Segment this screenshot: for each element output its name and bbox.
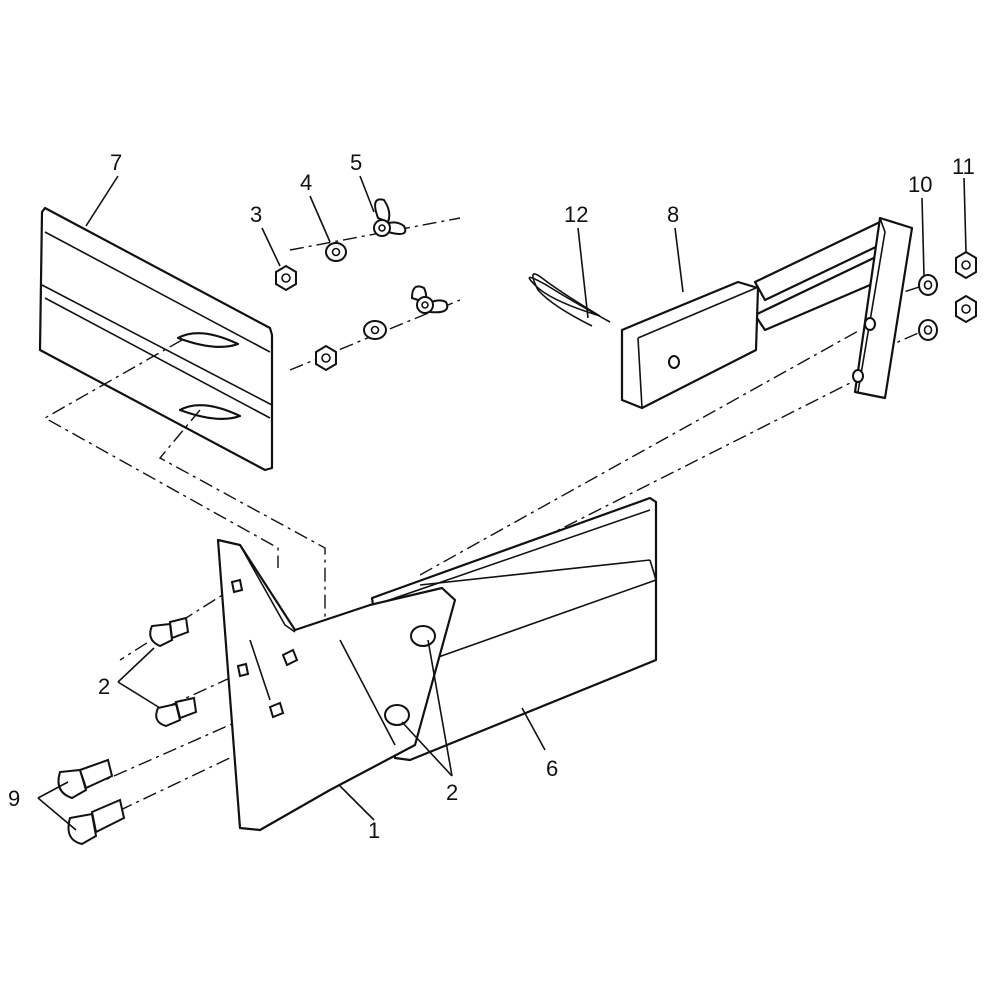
callout-12: 12 [564,202,588,227]
part-8-bracket [620,216,914,410]
hardware-wingnut-5-upper [373,198,407,237]
part-12-hairpin-clip [528,273,611,327]
hardware-pin-2-upper [149,616,190,648]
part-1-plate [216,538,457,832]
hardware-wingnut-5-lower [410,285,449,314]
callout-10: 10 [908,172,932,197]
hardware-bolt-9-lower [67,798,126,846]
callout-2-left: 2 [98,674,110,699]
hardware-bolt-9-upper [57,758,114,800]
callout-11: 11 [952,154,975,179]
hardware-pin-2-lower [155,696,198,728]
hardware-nut-11-lower [955,294,977,324]
hardware-lockwasher-10-upper [918,274,938,296]
hardware-nut-3-lower [315,344,337,372]
hardware-nut-3-upper [275,264,297,292]
part-6-channel [370,496,658,762]
hardware-nut-11-upper [955,250,977,280]
callout-labels: 7 3 4 5 12 8 10 11 2 9 1 2 6 [8,150,975,843]
hardware-washer-4-upper [325,242,347,262]
callout-3: 3 [250,202,262,227]
leader-lines [37,175,967,831]
callout-1: 1 [368,818,380,843]
callout-2-right: 2 [446,780,458,805]
hardware-lockwasher-10-lower [918,319,938,341]
callout-6: 6 [546,756,558,781]
part-7-slotted-plate [38,206,274,472]
callout-8: 8 [667,202,679,227]
hardware-pin-2-plate [268,648,299,719]
hardware-washer-4-lower [363,320,387,340]
callout-4: 4 [300,170,312,195]
callout-5: 5 [350,150,362,175]
callout-7: 7 [110,150,122,175]
callout-9: 9 [8,786,20,811]
